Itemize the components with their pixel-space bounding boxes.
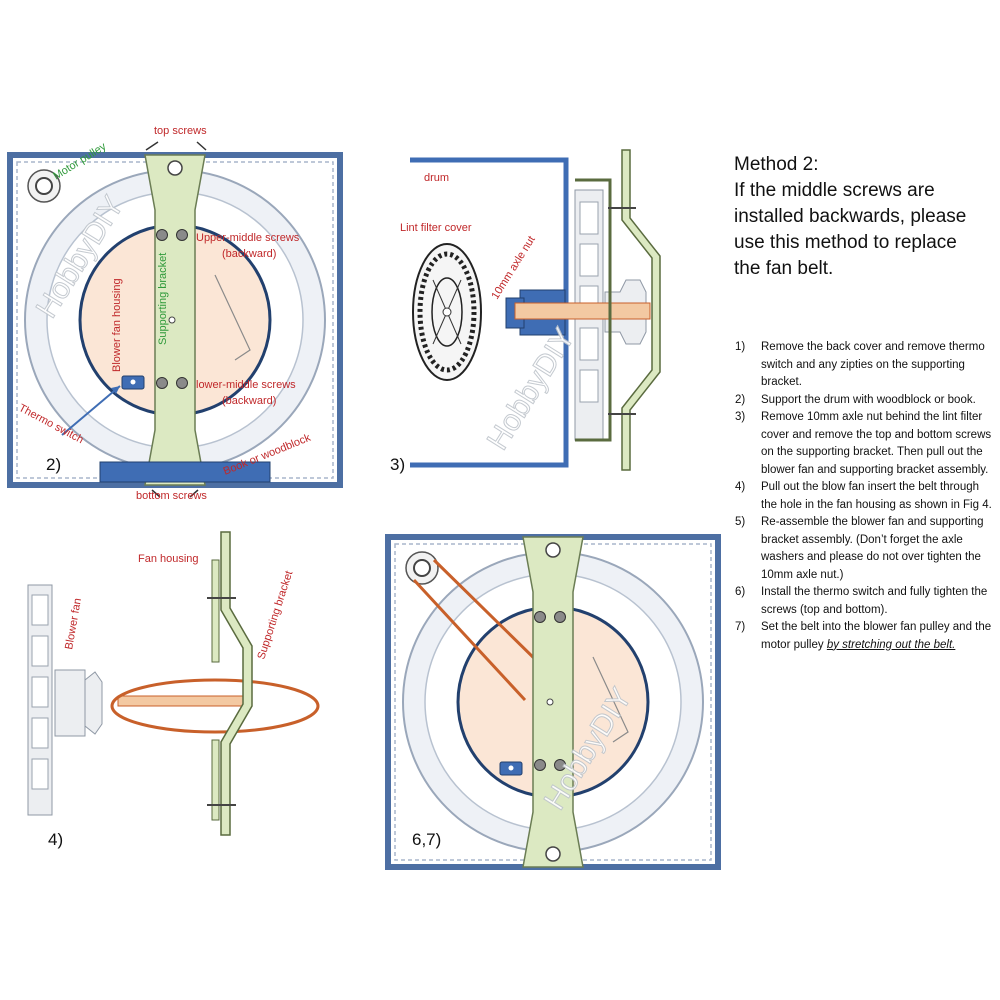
method-heading: Method 2: If the middle screws are insta…: [734, 152, 994, 282]
fig4-label-blower-fan: Blower fan: [63, 597, 84, 650]
fig2-woodblock: [99, 461, 271, 483]
fig4-label-supporting-bracket: Supporting bracket: [255, 569, 295, 661]
method-intro-line: the fan belt.: [734, 258, 834, 279]
step-text: Install the thermo switch and fully tigh…: [761, 586, 988, 616]
fig67-belt: [432, 558, 542, 666]
figure-4: Fan housing Blower fan Supporting bracke…: [27, 531, 320, 849]
fig2-label-upper-middle-note: (backward): [222, 248, 276, 260]
step-item: 5) Re-assemble the blower fan and support…: [735, 514, 997, 584]
fig3-supporting-bracket: [621, 149, 661, 471]
step-text: Support the drum with woodblock or book.: [761, 393, 976, 406]
method-intro-line: use this method to replace: [734, 232, 957, 253]
step-item: 3) Remove 10mm axle nut behind the lint f…: [735, 409, 997, 479]
fig3-label-drum: drum: [424, 172, 449, 184]
step-number: 7): [735, 621, 746, 633]
fig4-label-fan-housing: Fan housing: [138, 553, 199, 565]
figure-3: drum Lint filter cover 10mm axle nut 3) …: [390, 149, 661, 474]
fig2-label-blower-fan-housing: Blower fan housing: [111, 278, 123, 372]
step-text: Re-assemble the blower fan and supportin…: [761, 516, 984, 581]
instruction-steps: 1) Remove the back cover and remove therm…: [735, 339, 997, 654]
step-number: 2): [735, 393, 746, 406]
step-number: 3): [735, 411, 746, 423]
step-text: Remove the back cover and remove thermo …: [761, 341, 985, 388]
step-text: Remove 10mm axle nut behind the lint fil…: [761, 411, 992, 476]
step-emphasis: by stretching out the belt.: [826, 638, 956, 651]
step-text: Pull out the blow fan insert the belt th…: [761, 481, 992, 511]
figure-2: Motor pulley top screws Upper-middle scr…: [7, 125, 343, 502]
figure-6-7: 6,7) HobbyDIY: [385, 534, 721, 870]
fig2-label-bottom-screws: bottom screws: [136, 490, 207, 502]
step-number: 6): [735, 586, 746, 598]
step-item: 7) Set the belt into the blower fan pulle…: [735, 619, 997, 654]
step-number: 1): [735, 341, 746, 353]
fig4-fan-housing: [211, 559, 220, 663]
fig2-label-lower-middle-note: (backward): [222, 395, 276, 407]
fig3-label-lint-filter-cover: Lint filter cover: [400, 222, 472, 234]
fig2-lower-middle-screw: [156, 377, 168, 389]
fig2-upper-middle-screw: [176, 229, 188, 241]
step-number: 4): [735, 481, 746, 493]
method-intro-line: If the middle screws are: [734, 180, 935, 201]
step-item: 6) Install the thermo switch and fully ti…: [735, 584, 997, 619]
step-text: Set the belt into the blower fan pulley …: [761, 621, 992, 651]
fig2-label-supporting-bracket: Supporting bracket: [157, 253, 169, 345]
step-item: 1) Remove the back cover and remove therm…: [735, 339, 997, 392]
step-item: 4) Pull out the blow fan insert the belt …: [735, 479, 997, 514]
fig4-supporting-bracket: [220, 531, 253, 836]
fig4-axle: [117, 695, 249, 707]
fig2-upper-middle-screw: [156, 229, 168, 241]
method-title: Method 2:: [734, 154, 819, 175]
step-number: 5): [735, 516, 746, 528]
step-item: 2) Support the drum with woodblock or boo…: [735, 392, 997, 410]
method-intro-line: installed backwards, please: [734, 206, 967, 227]
fig2-label-top-screws: top screws: [154, 125, 207, 137]
fig3-number: 3): [390, 455, 405, 474]
fig2-lower-middle-screw: [176, 377, 188, 389]
fig2-top-screw: [167, 160, 183, 176]
fig2-number: 2): [46, 455, 61, 474]
fig67-number: 6,7): [412, 830, 441, 849]
fig3-axle: [514, 302, 651, 320]
fig4-number: 4): [48, 830, 63, 849]
fig2-label-lower-middle: lower-middle screws: [196, 379, 296, 391]
fig4-belt: [110, 678, 320, 734]
fig2-label-upper-middle: Upper-middle screws: [196, 232, 300, 244]
